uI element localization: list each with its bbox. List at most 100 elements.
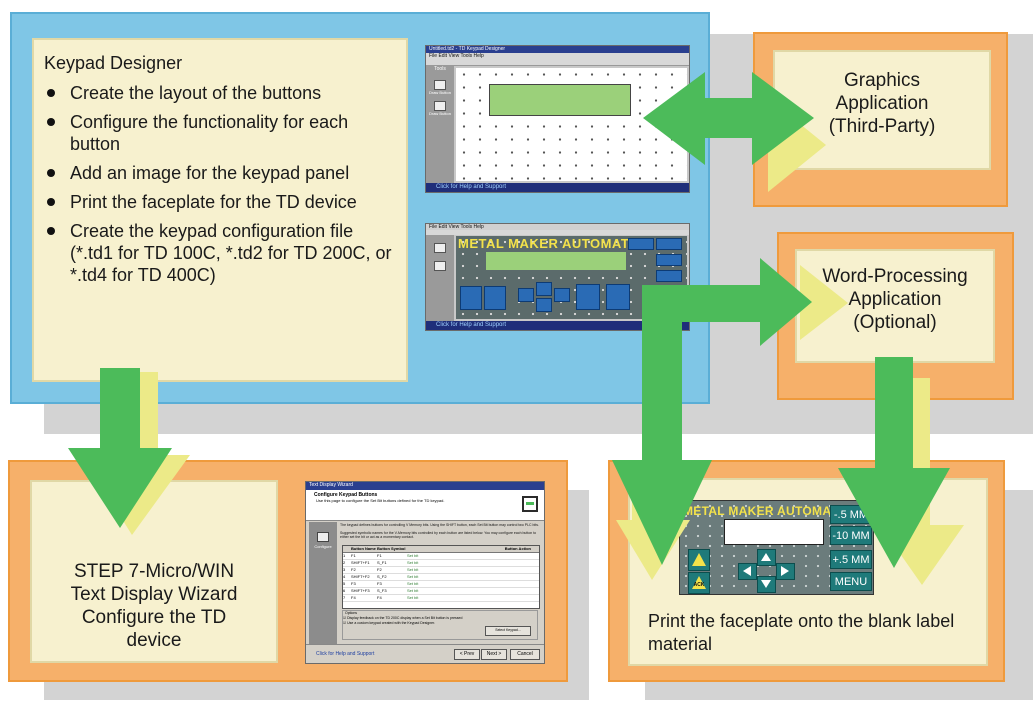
keypad-icon: [522, 496, 538, 512]
faceplate-btn-plus-half: +.5 MM: [830, 550, 872, 569]
step7-line4: device: [126, 630, 182, 651]
table-row[interactable]: 4 SHIFT+F2 S_F2 Set bit: [343, 574, 539, 581]
step7-line1: STEP 7-Micro/WIN: [73, 561, 235, 582]
table-cell: Set bit: [407, 567, 419, 572]
wizard-para: Suggested symbolic names for the V-Memor…: [340, 530, 537, 540]
bullet-item: Add an image for the keypad panel: [42, 162, 394, 184]
keypad-key: [628, 238, 654, 250]
arrow-right-key: [776, 563, 795, 580]
word-app-line3: (Optional): [853, 312, 937, 333]
banner-text: METAL MAKER AUTOMATE: [458, 236, 639, 251]
next-button[interactable]: Next >: [481, 649, 507, 660]
keypad-image-screenshot: File Edit View Tools Help METAL MAKER AU…: [425, 223, 690, 331]
option-row[interactable]: ☑ Display feedback on the TD 200C displa…: [343, 616, 463, 620]
table-cell: Set bit: [407, 553, 419, 558]
faceplate-lcd: [724, 519, 824, 545]
keypad-key: [656, 238, 682, 250]
lcd-area: [486, 252, 626, 270]
table-cell: F3: [377, 581, 382, 586]
keypad-designer-title: Keypad Designer: [44, 53, 183, 73]
table-cell: 4: [343, 574, 346, 579]
cancel-button[interactable]: Cancel: [510, 649, 540, 660]
graphics-app-line3: (Third-Party): [828, 116, 936, 137]
wizard-screenshot: Text Display Wizard Configure Keypad But…: [305, 481, 545, 664]
arrow-down-key: [757, 576, 776, 593]
keypad-key: [536, 282, 552, 296]
faceplate-btn-menu: MENU: [830, 572, 872, 591]
wizard-sidebar: Configure: [309, 522, 337, 644]
wizard-body: The keypad defines buttons for controlli…: [340, 523, 540, 540]
configure-icon: [317, 532, 329, 542]
wizard-header: Configure Keypad Buttons Use this page t…: [306, 490, 544, 521]
bullet-item: Create the layout of the buttons: [42, 82, 394, 104]
table-cell: 1: [343, 553, 346, 558]
table-cell: F4: [351, 595, 356, 600]
step7-box: STEP 7-Micro/WIN Text Display Wizard Con…: [30, 480, 278, 663]
bullet-item: Configure the functionality for each but…: [42, 111, 394, 155]
toolbar: [426, 230, 689, 235]
graphics-app-line1: Graphics: [843, 70, 921, 91]
bullet-item: Print the faceplate for the TD device: [42, 191, 394, 213]
table-cell: Set bit: [407, 574, 419, 579]
design-canvas: [456, 68, 687, 181]
table-cell: Set bit: [407, 595, 419, 600]
button-table: Button Name Button Symbol Button Action …: [342, 545, 540, 609]
tool-icon: [434, 243, 446, 253]
step7-line3: Configure the TD: [81, 607, 227, 628]
table-cell: F3: [351, 581, 356, 586]
help-link[interactable]: Click for Help and Support: [316, 651, 375, 657]
word-app-box: Word-Processing Application (Optional): [795, 249, 995, 363]
tool-panel: [426, 235, 454, 321]
table-cell: Set bit: [407, 560, 419, 565]
word-app-line1: Word-Processing: [822, 266, 968, 287]
tool-icon: [434, 261, 446, 271]
table-cell: SHIFT+F3: [351, 588, 370, 593]
col-header: Button Name: [351, 546, 376, 551]
table-cell: Set bit: [407, 588, 419, 593]
faceplate-caption: Print the faceplate onto the blank label…: [648, 611, 955, 654]
table-cell: F1: [351, 553, 356, 558]
wizard-footer: Click for Help and Support < Prev Next >…: [306, 644, 544, 663]
word-app-line2: Application: [848, 289, 942, 310]
select-keypad-button[interactable]: Select Keypad...: [485, 626, 531, 636]
wizard-subheading: Use this page to configure the Set Bit b…: [316, 498, 445, 503]
table-cell: 7: [343, 595, 346, 600]
table-cell: SHIFT+F2: [351, 574, 370, 579]
col-header: Button Symbol: [377, 546, 406, 551]
keypad-key: [536, 298, 552, 312]
toolbar: [426, 59, 689, 66]
keypad-key: [484, 286, 506, 310]
graphics-app-line2: Application: [835, 93, 929, 114]
faceplate-banner: METAL MAKER AUTOMATE: [683, 504, 847, 518]
keypad-designer-screenshot: Untitled.td2 - TD Keypad Designer File E…: [425, 45, 690, 193]
ack-button: ACK: [688, 572, 710, 594]
keypad-key: [656, 254, 682, 266]
table-cell: Set bit: [407, 581, 419, 586]
graphics-app-box: Graphics Application (Third-Party): [773, 50, 991, 170]
faceplate-btn-minus-ten: -10 MM: [830, 526, 872, 545]
option-text: Use a custom keypad created with the Key…: [347, 621, 436, 625]
arrow-up-key: [757, 549, 776, 566]
tool-label: Draw Button: [428, 111, 451, 116]
option-row[interactable]: ☑ Use a custom keypad created with the K…: [343, 621, 436, 625]
table-cell: F2: [351, 567, 356, 572]
lcd-area: [489, 84, 631, 116]
keypad-key: [576, 284, 600, 310]
tool-panel: Tools Draw Button Draw Button: [426, 66, 454, 183]
image-canvas: METAL MAKER AUTOMATE: [456, 236, 687, 319]
table-cell: S_F2: [377, 574, 387, 579]
tools-label: Tools: [434, 66, 446, 72]
keypad-key: [460, 286, 482, 310]
tool-icon: [434, 101, 446, 111]
table-cell: 2: [343, 560, 346, 565]
arrow-left-key: [738, 563, 757, 580]
step7-line2: Text Display Wizard: [70, 584, 238, 605]
prev-button[interactable]: < Prev: [454, 649, 480, 660]
keypad-designer-bullets: Create the layout of the buttons Configu…: [42, 82, 394, 293]
